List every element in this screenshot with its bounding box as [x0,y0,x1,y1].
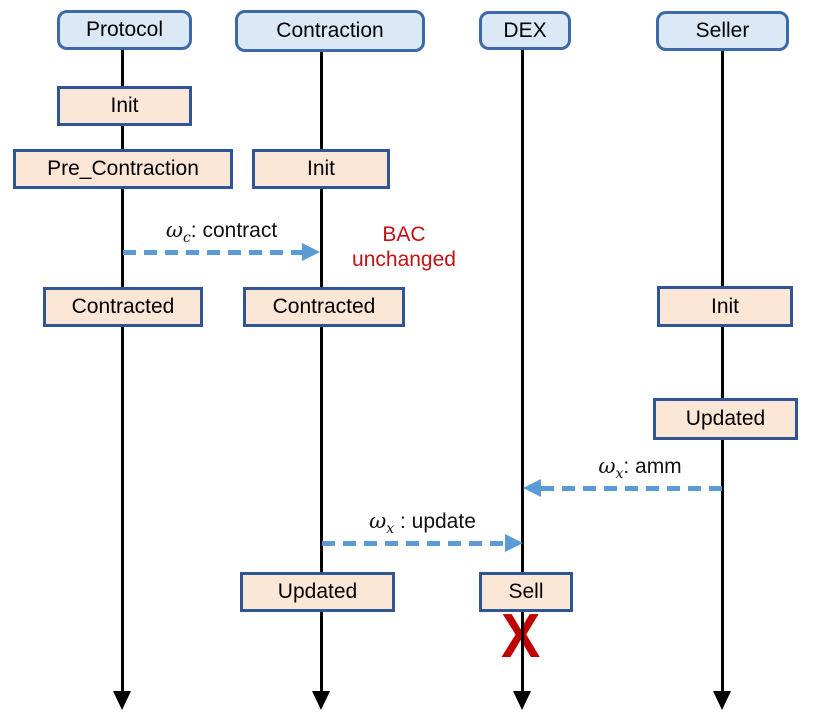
bac-unchanged-note: BAC unchanged [334,222,474,272]
omega-symbol: ω [369,509,387,533]
state-label: Updated [685,407,766,430]
message-arrow-contract [123,250,303,255]
message-label-contract: ωc: contract [123,216,320,252]
state-box-contraction-init: Init [252,149,390,189]
participant-header-protocol: Protocol [57,10,192,50]
message-text: : update [394,510,476,533]
state-box-protocol-contracted: Contracted [43,287,203,327]
lifeline-seller [721,51,724,693]
omega-symbol: ω [165,218,183,242]
note-line-1: BAC [382,223,426,246]
message-text: : contract [190,219,278,242]
participant-name: DEX [503,18,547,42]
omega-subscript: c [182,230,191,246]
participant-header-dex: DEX [479,11,571,50]
state-label: Init [110,94,139,117]
participant-header-contraction: Contraction [235,10,425,52]
participant-name: Protocol [85,18,164,41]
message-arrow-amm [541,486,723,491]
state-label: Pre_Contraction [47,157,199,180]
message-text: : amm [623,455,682,478]
state-box-protocol-init: Init [57,86,192,126]
lifeline-protocol [121,50,124,693]
state-box-seller-init: Init [657,286,793,327]
lifeline-contraction [320,52,323,693]
arrowhead-right-icon [302,243,320,261]
participant-name: Contraction [276,19,384,42]
lifeline-arrow-icon [713,691,731,710]
note-line-2: unchanged [352,248,456,271]
omega-symbol: ω [598,454,616,478]
state-box-seller-updated: Updated [653,398,798,440]
lifeline-arrow-icon [513,691,531,710]
state-label: Contracted [272,295,376,318]
message-arrow-update [322,541,505,546]
message-label-amm: ωx: amm [540,452,740,488]
message-label-update: ωx : update [322,507,523,543]
state-label: Init [710,294,739,318]
omega-subscript: x [386,521,395,537]
state-label: Init [306,157,335,180]
state-label: Updated [277,580,358,603]
arrowhead-right-icon [505,534,523,552]
state-box-protocol-pre-contraction: Pre_Contraction [13,149,233,189]
participant-header-seller: Seller [656,11,789,51]
state-box-contraction-updated: Updated [240,572,395,612]
state-label: Contracted [71,295,175,318]
state-box-dex-sell: Sell [479,572,573,612]
omega-subscript: x [615,466,624,482]
lifeline-dex [521,50,524,693]
lifeline-arrow-icon [312,691,330,710]
state-label: Sell [508,580,544,603]
failure-x-mark: X [501,606,540,668]
lifeline-arrow-icon [113,691,131,710]
arrowhead-left-icon [523,479,541,497]
participant-name: Seller [695,19,750,42]
state-box-contraction-contracted: Contracted [243,287,405,327]
